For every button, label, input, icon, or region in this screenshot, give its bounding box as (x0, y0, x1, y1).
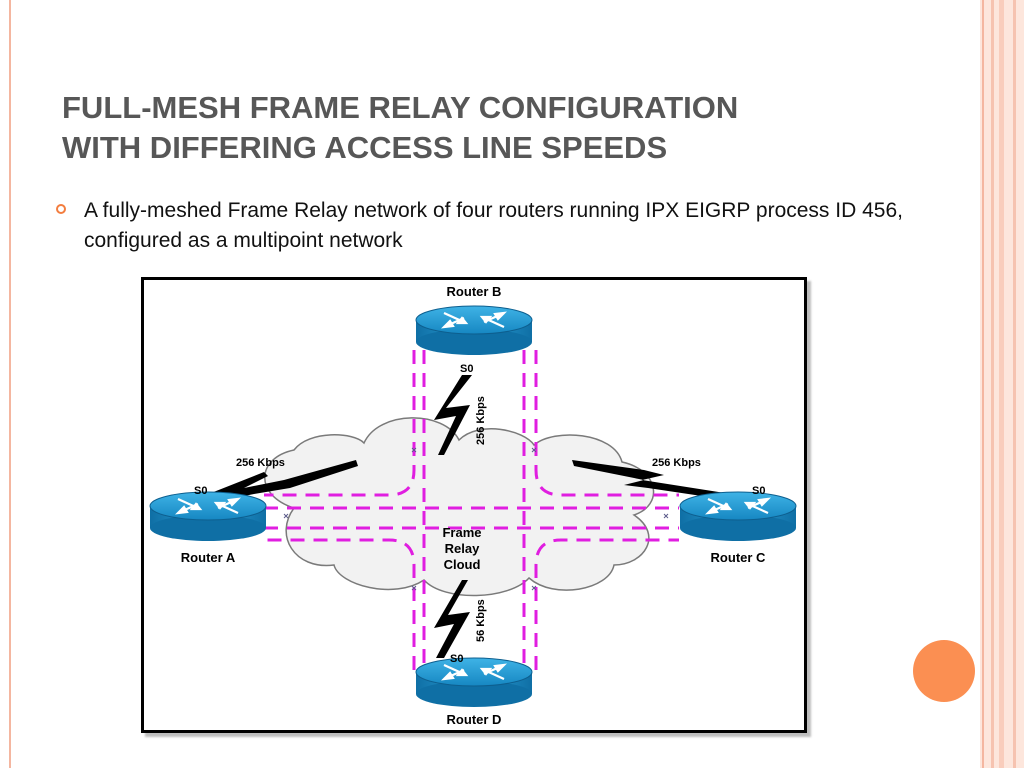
slide-title-line1: FULL-MESH FRAME RELAY CONFIGURATION (62, 90, 739, 125)
right-border-line (999, 0, 1004, 768)
router-a-icon (148, 490, 268, 543)
port-b-label: S0 (460, 363, 473, 375)
bullet-icon (56, 204, 66, 214)
right-border-line (1013, 0, 1016, 768)
port-a-label: S0 (194, 485, 207, 497)
router-c-label: Router C (711, 550, 767, 565)
serial-links (206, 375, 744, 658)
speed-d-label: 56 Kbps (475, 599, 487, 642)
router-d-icon (414, 656, 534, 709)
port-d-label: S0 (450, 653, 463, 665)
router-d-label: Router D (447, 712, 502, 727)
right-border-line (982, 0, 984, 768)
pvc-paths (264, 350, 679, 670)
cloud-label-line3: Cloud (444, 557, 481, 572)
router-a-label: Router A (181, 550, 236, 565)
port-c-label: S0 (752, 485, 765, 497)
decorative-circle (913, 640, 975, 702)
right-border-line (991, 0, 994, 768)
bullet-item: A fully-meshed Frame Relay network of fo… (56, 196, 916, 256)
network-diagram: Router B Router D Router A Router C S0 S… (141, 277, 807, 733)
cloud-label-line2: Relay (445, 541, 480, 556)
left-border-line (9, 0, 11, 768)
router-c-icon (678, 490, 798, 543)
speed-b-label: 256 Kbps (475, 396, 487, 445)
speed-a-label: 256 Kbps (236, 457, 285, 469)
bullet-text: A fully-meshed Frame Relay network of fo… (84, 199, 903, 252)
slide-title-line2: WITH DIFFERING ACCESS LINE SPEEDS (62, 130, 668, 165)
speed-c-label: 256 Kbps (652, 457, 701, 469)
cloud-label-line1: Frame (442, 525, 481, 540)
slide-title: FULL-MESH FRAME RELAY CONFIGURATION WITH… (62, 88, 862, 168)
router-b-label: Router B (447, 284, 502, 299)
router-b-icon (414, 304, 534, 357)
